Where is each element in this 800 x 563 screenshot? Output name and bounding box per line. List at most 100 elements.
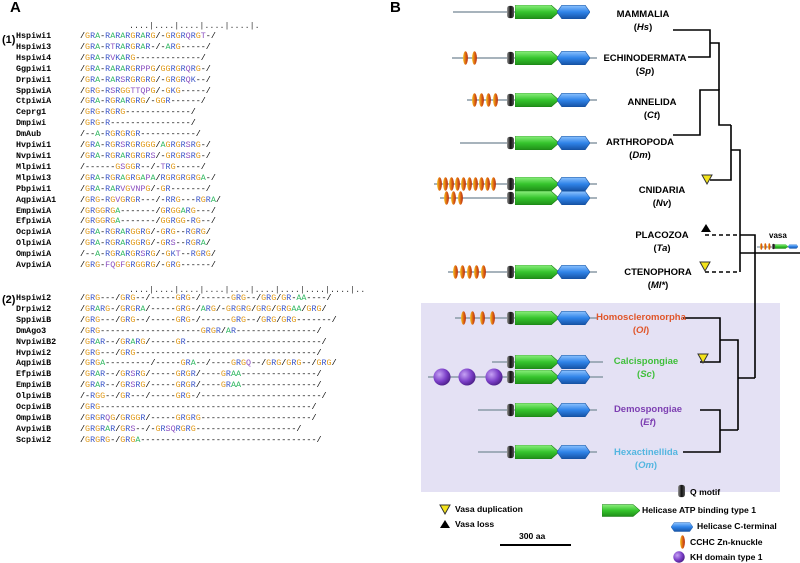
legend bbox=[439, 484, 693, 563]
sequence-name: SppiwiA bbox=[16, 85, 52, 96]
sequence-residues: /GRG---/GRG--/-----GRG-/------GRG--/GRG/… bbox=[80, 314, 337, 325]
phylogenetic-tree bbox=[673, 29, 800, 453]
sequence-name: Hvpiwi1 bbox=[16, 140, 52, 151]
alignment-row: OlpiwiA/GRA-RGRARGGRG/-GRS--RGRA/ bbox=[16, 238, 221, 249]
zn-knuckle-icon bbox=[486, 93, 491, 107]
sequence-residues: /GRGGRGA-------/GGRGG-RG--/ bbox=[80, 216, 216, 227]
legend-vasa-duplication: Vasa duplication bbox=[455, 504, 523, 514]
sequence-name: Mlpiwi1 bbox=[16, 161, 52, 172]
zn-knuckle-icon bbox=[443, 177, 448, 191]
sequence-residues: /-RGG--/GR---/-----GRG-/----------------… bbox=[80, 391, 327, 402]
protein-demospongiae bbox=[478, 403, 597, 417]
vasa-label: vasa bbox=[769, 231, 787, 240]
alignment-row: Drpiwi2/GRARG-/GRGRA/-----GRG-/ARG/-GRGR… bbox=[16, 304, 337, 315]
zn-knuckle-icon bbox=[472, 51, 477, 65]
alignment-row: SppiwiA/GRG-RSRGGTTQPG/-GKG-----/ bbox=[16, 86, 221, 97]
sequence-name: CtpiwiA bbox=[16, 96, 52, 107]
alignment-row: OmpiwiB/GRGRQG/GRGGR/-----GRGRG---------… bbox=[16, 413, 337, 424]
helicase-atp-icon bbox=[515, 370, 559, 384]
zn-knuckle-icon bbox=[480, 311, 485, 325]
alignment-row: Hspiwi4/GRA-RVKARG-------------/ bbox=[16, 53, 221, 64]
alignment-row: Dmpiwi/GRG-R----------------/ bbox=[16, 118, 221, 129]
sequence-name: Mlpiwi3 bbox=[16, 172, 52, 183]
sequence-residues: /GRA-RARARGRARG/-GRGRQRGT-/ bbox=[80, 31, 216, 41]
sequence-residues: /GRA-RARSRGRGRG/-GRGRQK--/ bbox=[80, 74, 211, 85]
legend-kh: KH domain type 1 bbox=[690, 552, 763, 562]
helicase-c-icon bbox=[557, 355, 590, 369]
alignment-row: NvpiwiB2/GRAR--/GRARG/-----GR-----------… bbox=[16, 337, 337, 348]
zn-knuckle-icon bbox=[463, 51, 468, 65]
alignment-row: DmAgo3/GRG--------------------GRGR/AR---… bbox=[16, 326, 337, 337]
helicase-c-icon bbox=[671, 522, 693, 532]
taxon-annelida: ANNELIDA(Ct) bbox=[627, 97, 677, 121]
kh-domain-icon bbox=[485, 368, 503, 386]
group-1-number: (1) bbox=[2, 34, 16, 46]
helicase-atp-icon bbox=[515, 445, 559, 459]
legend-cchc: CCHC Zn-knuckle bbox=[690, 537, 763, 547]
sequence-name: OcpiwiA bbox=[16, 227, 52, 238]
sequence-name: AvpiwiB bbox=[16, 423, 52, 434]
alignment-group-1: Hspiwi1/GRA-RARARGRARG/-GRGRQRGT-/Hspiwi… bbox=[16, 31, 221, 271]
legend-helicase-atp: Helicase ATP binding type 1 bbox=[642, 505, 756, 515]
sequence-residues: /GRA-RARVGVNPG/-GR-------/ bbox=[80, 183, 211, 194]
alignment-row: OcpiwiB/GRG-----------------------------… bbox=[16, 402, 337, 413]
alignment-row: OcpiwiA/GRA-RGRARGGRG/-GRG--RGRG/ bbox=[16, 227, 221, 238]
helicase-atp-icon bbox=[515, 5, 559, 19]
helicase-atp-icon bbox=[515, 51, 559, 65]
sequence-name: Scpiwi2 bbox=[16, 434, 52, 445]
sequence-name: OmpiwiB bbox=[16, 412, 52, 423]
protein-cnidaria-1 bbox=[434, 177, 597, 191]
sequence-residues: /GRA-RVKARG-------------/ bbox=[80, 52, 206, 63]
helicase-atp-icon bbox=[515, 136, 559, 150]
alignment-row: Mlpiwi3/GRA-RGRAGRGAPA/RGRGRGRGA-/ bbox=[16, 173, 221, 184]
q-motif-icon bbox=[507, 355, 514, 369]
alignment-row: Pbpiwi1/GRA-RARVGVNPG/-GR-------/ bbox=[16, 184, 221, 195]
sequence-residues: /GRGRAR/GRS--/-GRSQRGRG-----------------… bbox=[80, 423, 302, 434]
alignment-row: Nvpiwi1/GRA-RGRARGRGRS/-GRGRSRG-/ bbox=[16, 151, 221, 162]
q-motif-icon bbox=[507, 370, 514, 384]
sequence-name: EfpiwiA bbox=[16, 216, 52, 227]
zn-knuckle-icon bbox=[473, 177, 478, 191]
alignment-row: EfpiwiA/GRGGRGA-------/GGRGG-RG--/ bbox=[16, 216, 221, 227]
sequence-name: Hspiwi3 bbox=[16, 41, 52, 52]
panel-a-label: A bbox=[10, 0, 21, 16]
taxon-calcispongiae: Calcispongiae(Sc) bbox=[613, 356, 679, 380]
legend-q-motif: Q motif bbox=[690, 487, 721, 497]
panel-b-label: B bbox=[390, 0, 401, 16]
zn-knuckle-icon bbox=[455, 177, 460, 191]
sequence-residues: /--A-RGRARGRSRG/-GKT--RGRG/ bbox=[80, 249, 216, 260]
helicase-atp-icon bbox=[515, 403, 559, 417]
alignment-row: AqpiwiA1/GRG-RGVGRGR---/-RRG---RGRA/ bbox=[16, 195, 221, 206]
helicase-c-icon bbox=[557, 177, 590, 191]
helicase-atp-icon bbox=[515, 177, 559, 191]
sequence-residues: /GRG-RGVGRGR---/-RRG---RGRA/ bbox=[80, 194, 221, 205]
sequence-residues: /GRGGRGA-------/GRGGARG---/ bbox=[80, 205, 216, 216]
kh-domain-icon bbox=[433, 368, 451, 386]
alignment-row: Hspiwi2/GRG---/GRG--/-----GRG-/------GRG… bbox=[16, 293, 337, 304]
zn-knuckle-icon bbox=[449, 177, 454, 191]
alignment-row: Hspiwi1/GRA-RARARGRARG/-GRGRQRGT-/ bbox=[16, 31, 221, 42]
zn-knuckle-icon bbox=[485, 177, 490, 191]
q-motif-icon bbox=[507, 445, 514, 459]
sequence-name: Ceprg1 bbox=[16, 107, 47, 118]
sequence-residues: /GRA-RGRARGGRG/-GRS--RGRA/ bbox=[80, 238, 211, 249]
sequence-residues: /GRG-RGRG-------------/ bbox=[80, 107, 196, 118]
sequence-residues: /------GSGGR--/-TRG-----/ bbox=[80, 161, 206, 172]
helicase-atp-icon bbox=[515, 265, 559, 279]
alignment-row: AvpiwiB/GRGRAR/GRS--/-GRSQRGRG----------… bbox=[16, 424, 337, 435]
taxon-hexactinellida: Hexactinellida(Om) bbox=[614, 447, 678, 471]
zn-knuckle-icon bbox=[479, 93, 484, 107]
sequence-residues: /GRA-RGRARGRG/-GGR------/ bbox=[80, 96, 206, 107]
alignment-row: OlpiwiB/-RGG--/GR---/-----GRG-/---------… bbox=[16, 391, 337, 402]
sequence-residues: /GRA-RGRARGRGRS/-GRGRSRG-/ bbox=[80, 150, 211, 161]
taxon-cnidaria: CNIDARIA(Nv) bbox=[638, 185, 686, 209]
helicase-atp-icon bbox=[602, 504, 640, 517]
sequence-residues: /GRARG-/GRGRA/-----GRG-/ARG/-GRGRG/GRG/G… bbox=[80, 303, 327, 314]
helicase-c-icon bbox=[557, 93, 590, 107]
helicase-atp-icon bbox=[515, 93, 559, 107]
alignment-row: CtpiwiA/GRA-RGRARGRG/-GGR------/ bbox=[16, 96, 221, 107]
helicase-c-icon bbox=[557, 136, 590, 150]
scale-bar-label: 300 aa bbox=[519, 531, 546, 541]
zn-knuckle-icon bbox=[481, 265, 486, 279]
